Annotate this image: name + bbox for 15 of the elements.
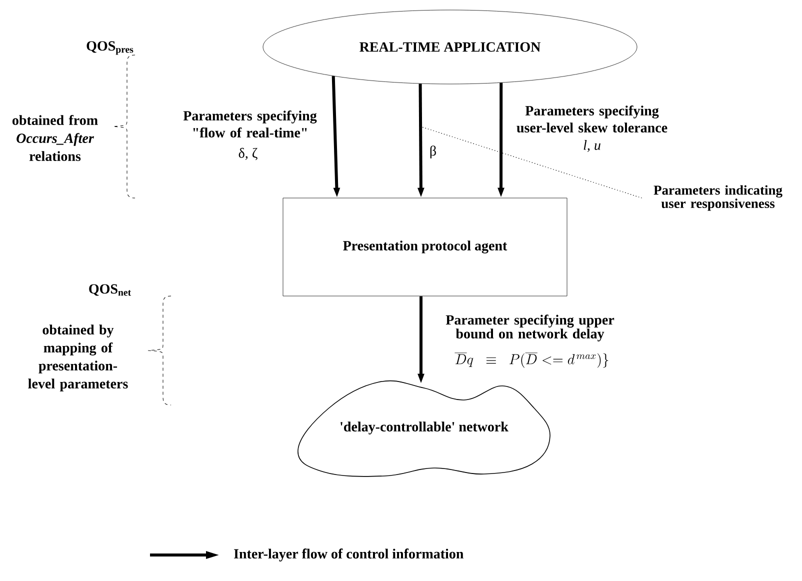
note-text: obtained by mapping of presentation-level parameters [28,324,128,392]
qos-label: QOS$_{pres}$ [86,41,134,55]
edge-label: Parameters specifying "flow of real-time" [183,110,317,138]
edge-label: β [430,146,436,158]
agent-box: Presentation protocol agent [282,198,568,296]
edge-label: Parameter specifying upper bound on network delay [446,314,614,342]
network-cloud: 'delay-controllable' network [298,380,550,477]
formula: $\overline{D}q \;\;\equiv\;\; P(\overline{D} <= d^{\,max})\}$ [454,352,608,368]
note-text: obtained from Occurs_After relations [12,115,98,161]
leader-line [422,126,642,198]
callout-text: Parameters indicating user responsiveness [654,185,782,211]
symbol-label: l, u [584,140,600,152]
qos-label: QOS$_{net}$ [89,284,132,296]
symbol-label: δ, ζ [238,148,258,160]
legend-text: Inter-layer flow of control information [234,548,464,562]
